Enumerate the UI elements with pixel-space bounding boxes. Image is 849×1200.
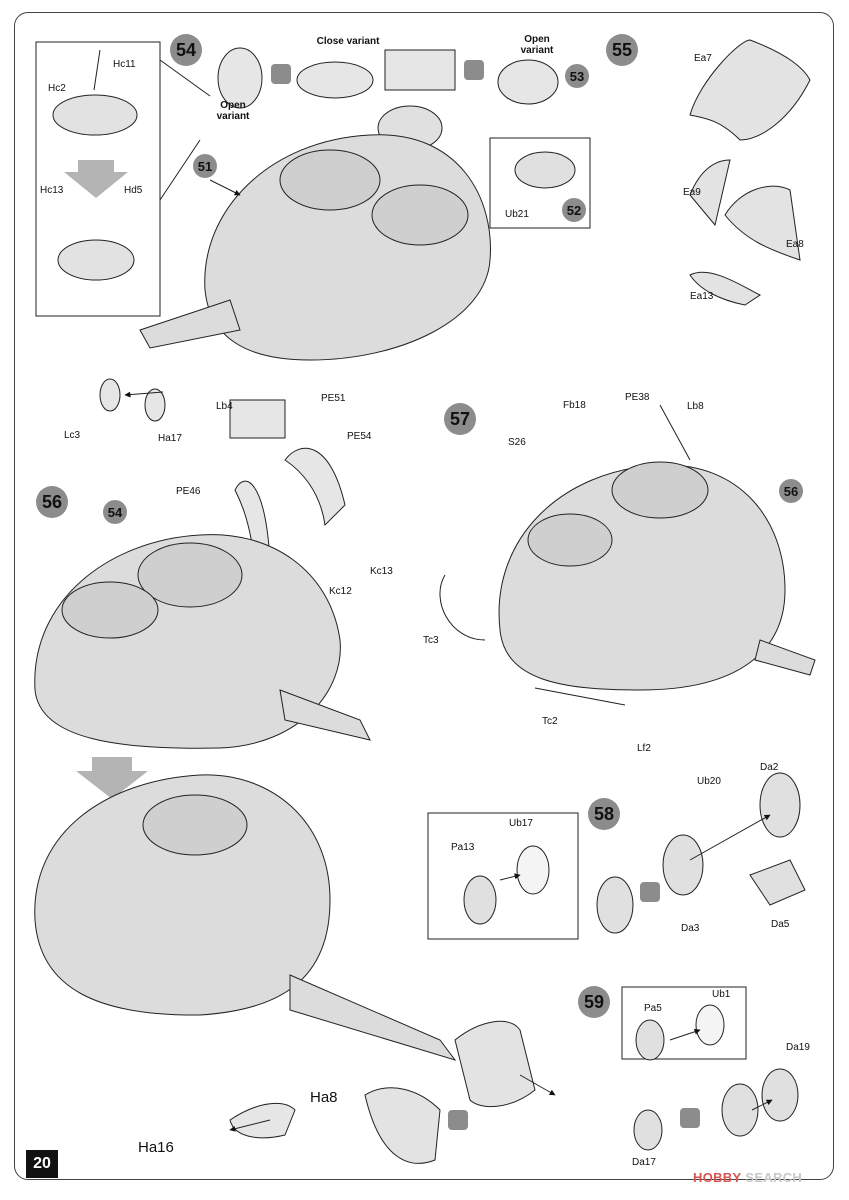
part-label: Ub1 — [712, 989, 731, 1000]
step52-inset-box — [489, 137, 591, 229]
ref-step-54: 54 — [103, 500, 127, 524]
step54-inset-box — [35, 41, 161, 317]
variant-swap-icon — [464, 60, 484, 80]
part-label: Ha16 — [138, 1139, 174, 1156]
part-label: Da3 — [681, 923, 700, 934]
part-label: PE46 — [176, 486, 201, 497]
part-label: Ea9 — [683, 187, 701, 198]
step-arrow — [76, 757, 148, 799]
step-58: 58 — [588, 798, 620, 830]
part-label: Da19 — [786, 1042, 810, 1053]
part-label: Ha17 — [158, 433, 182, 444]
variant-swap-icon — [448, 1110, 468, 1130]
step-54: 54 — [170, 34, 202, 66]
part-label: PE38 — [625, 392, 650, 403]
gun-barrel-final — [289, 974, 457, 1061]
part-ea7 — [689, 39, 811, 141]
part-label: Lb4 — [216, 401, 233, 412]
mantlet-shroud — [454, 1020, 536, 1108]
part-label: Lb8 — [687, 401, 704, 412]
part-ha17-a — [99, 378, 121, 412]
part-label: PE51 — [321, 393, 346, 404]
hatch-hc2 — [52, 94, 138, 136]
caption-open-variant: Open variant — [216, 100, 250, 122]
part-ea8 — [724, 185, 801, 261]
hatch-open — [217, 47, 263, 109]
part-label: Hc13 — [40, 185, 64, 196]
part-ha8-variant — [364, 1087, 441, 1164]
caption-close-variant: Close variant — [316, 36, 380, 47]
page-frame — [14, 12, 834, 1180]
step-56: 56 — [36, 486, 68, 518]
turret-final — [34, 774, 331, 1016]
hatch-close — [296, 61, 374, 99]
part-label: Lf2 — [637, 743, 651, 754]
part-ha16 — [229, 1102, 296, 1139]
variant-swap-icon — [640, 882, 660, 902]
step-59: 59 — [578, 986, 610, 1018]
ref-step-52: 52 — [562, 198, 586, 222]
step-55: 55 — [606, 34, 638, 66]
part-label: Pa13 — [451, 842, 475, 853]
part-label: Hd5 — [124, 185, 143, 196]
hatch-parts — [384, 49, 456, 91]
part-label: Ub17 — [509, 818, 533, 829]
part-label: Lc3 — [64, 430, 81, 441]
page-number: 20 — [26, 1150, 58, 1178]
part-label: Da2 — [760, 762, 779, 773]
part-label: Kc13 — [370, 566, 393, 577]
part-label: Tc2 — [542, 716, 558, 727]
part-pe54 — [284, 447, 346, 527]
watermark-suffix: SEARCH — [745, 1170, 803, 1185]
part-label: Ha8 — [310, 1089, 338, 1106]
part-label: S26 — [508, 437, 526, 448]
open-variant-part — [497, 59, 559, 105]
part-label: Da5 — [771, 919, 790, 930]
caption-open-variant: Open variant — [520, 34, 554, 56]
hatch-assembled — [57, 239, 135, 281]
variant-swap-icon — [271, 64, 291, 84]
inset-arrow — [64, 160, 128, 198]
ref-step-53: 53 — [565, 64, 589, 88]
part-label: Hc2 — [48, 83, 66, 94]
part-label: Ea13 — [690, 291, 714, 302]
part-label: Tc3 — [423, 635, 439, 646]
gun-barrel-56 — [279, 689, 371, 741]
part-ea9 — [689, 159, 731, 227]
part-label: Da17 — [632, 1157, 656, 1168]
part-ea13 — [689, 271, 761, 306]
part-label: PE54 — [347, 431, 372, 442]
step59-inset-box — [621, 986, 747, 1060]
part-label: Pa5 — [644, 1003, 662, 1014]
gun-barrel-51 — [139, 299, 241, 349]
part-label: Ub21 — [505, 209, 529, 220]
part-label: Ub20 — [697, 776, 721, 787]
ref-step-51: 51 — [193, 154, 217, 178]
part-label: Hc11 — [113, 59, 136, 70]
part-label: Fb18 — [563, 400, 586, 411]
part-label: Kc12 — [329, 586, 352, 597]
watermark-brand: HOBBY — [693, 1170, 742, 1185]
variant-swap-icon — [680, 1108, 700, 1128]
ref-step-56: 56 — [779, 479, 803, 503]
part-lb4 — [229, 399, 286, 439]
part-ha17-b — [144, 388, 166, 422]
part-label: Ea7 — [694, 53, 712, 64]
step-57: 57 — [444, 403, 476, 435]
part-da5 — [749, 859, 806, 906]
step58-inset-box — [427, 812, 579, 940]
watermark: HOBBY SEARCH — [693, 1170, 802, 1185]
part-label: Ea8 — [786, 239, 804, 250]
